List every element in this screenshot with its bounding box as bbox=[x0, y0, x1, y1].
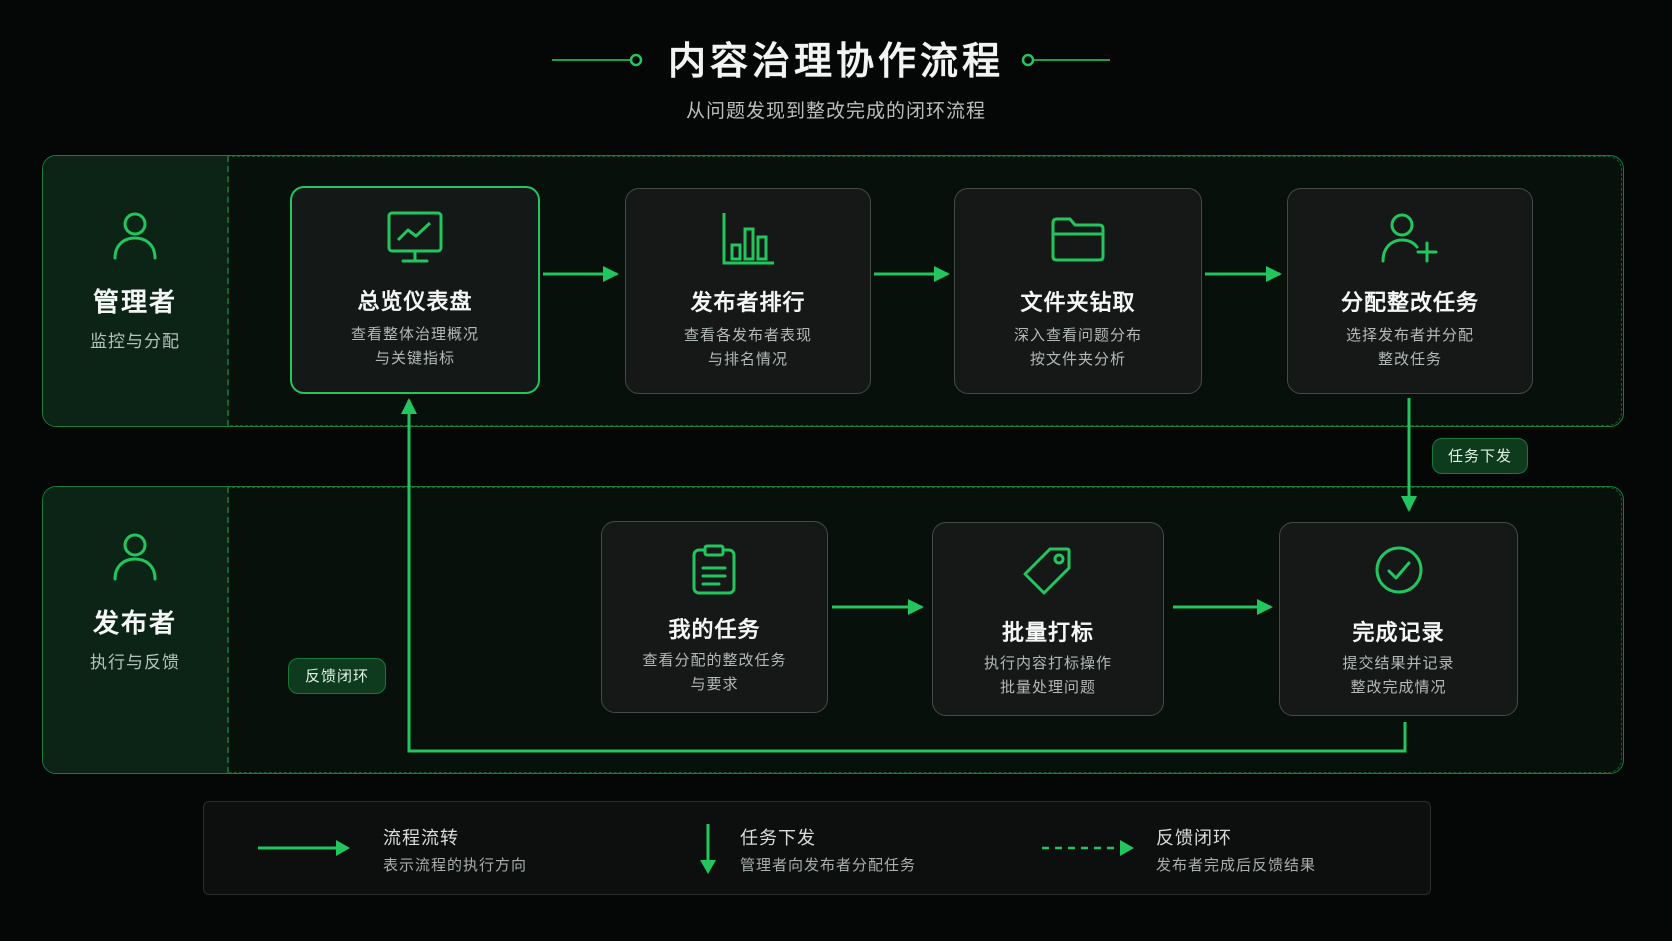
user-add-icon bbox=[1381, 213, 1438, 263]
step-desc-line2: 与排名情况 bbox=[707, 350, 788, 368]
step-assign-task[interactable]: 分配整改任务 选择发布者并分配 整改任务 bbox=[1287, 188, 1533, 394]
step-desc-line2: 与关键指标 bbox=[374, 349, 455, 367]
folder-icon bbox=[1051, 217, 1105, 262]
legend: 流程流转 表示流程的执行方向 任务下发 管理者向发布者分配任务 反馈闭环 发布者… bbox=[203, 801, 1431, 895]
page-title: 内容治理协作流程 bbox=[667, 39, 1004, 83]
step-desc-line2: 按文件夹分析 bbox=[1029, 350, 1126, 368]
clipboard-icon bbox=[692, 544, 736, 595]
step-desc-line1: 查看整体治理概况 bbox=[350, 325, 479, 343]
feedback-badge: 反馈闭环 bbox=[288, 658, 386, 694]
step-title: 我的任务 bbox=[668, 618, 761, 643]
step-batch-tagging[interactable]: 批量打标 执行内容打标操作 批量处理问题 bbox=[932, 522, 1164, 716]
publisher-lane-header: 发布者 执行与反馈 bbox=[43, 487, 229, 773]
manager-role-desc: 监控与分配 bbox=[90, 332, 180, 352]
user-icon bbox=[113, 533, 157, 581]
step-desc-line2: 批量处理问题 bbox=[999, 678, 1096, 696]
step-desc-line1: 提交结果并记录 bbox=[1342, 654, 1455, 672]
publisher-role-name: 发布者 bbox=[92, 609, 177, 639]
legend-flow-title: 流程流转 bbox=[383, 828, 459, 849]
legend-dispatch-desc: 管理者向发布者分配任务 bbox=[740, 856, 917, 874]
step-desc-line2: 整改完成情况 bbox=[1350, 678, 1447, 696]
manager-lane-header: 管理者 监控与分配 bbox=[43, 156, 229, 426]
step-title: 批量打标 bbox=[1001, 621, 1094, 646]
step-desc-line1: 深入查看问题分布 bbox=[1013, 326, 1142, 344]
legend-feedback-desc: 发布者完成后反馈结果 bbox=[1156, 856, 1317, 874]
step-desc-line1: 选择发布者并分配 bbox=[1345, 326, 1474, 344]
step-desc-line2: 与要求 bbox=[690, 675, 739, 693]
dashed-arrow-icon bbox=[1042, 840, 1134, 856]
step-title: 总览仪表盘 bbox=[357, 290, 473, 315]
step-desc-line1: 执行内容打标操作 bbox=[983, 654, 1112, 672]
step-title: 文件夹钻取 bbox=[1020, 291, 1136, 316]
step-title: 完成记录 bbox=[1352, 621, 1445, 646]
step-my-tasks[interactable]: 我的任务 查看分配的整改任务 与要求 bbox=[601, 521, 828, 713]
step-publisher-ranking[interactable]: 发布者排行 查看各发布者表现 与排名情况 bbox=[625, 188, 871, 394]
dispatch-badge: 任务下发 bbox=[1432, 438, 1528, 474]
page-subtitle: 从问题发现到整改完成的闭环流程 bbox=[685, 100, 986, 122]
step-title: 发布者排行 bbox=[690, 291, 806, 316]
tag-icon bbox=[1023, 547, 1071, 595]
down-arrow-icon bbox=[700, 824, 716, 874]
solid-arrow-icon bbox=[258, 840, 350, 856]
legend-dispatch-title: 任务下发 bbox=[740, 828, 816, 849]
monitor-chart-icon bbox=[387, 211, 443, 263]
publisher-role-desc: 执行与反馈 bbox=[90, 653, 180, 673]
step-folder-drilldown[interactable]: 文件夹钻取 深入查看问题分布 按文件夹分析 bbox=[954, 188, 1202, 394]
step-desc-line1: 查看分配的整改任务 bbox=[642, 651, 787, 669]
step-desc-line1: 查看各发布者表现 bbox=[683, 326, 812, 344]
user-icon bbox=[113, 212, 157, 260]
step-overview-dashboard[interactable]: 总览仪表盘 查看整体治理概况 与关键指标 bbox=[290, 186, 540, 394]
step-title: 分配整改任务 bbox=[1340, 291, 1479, 316]
check-circle-icon bbox=[1375, 546, 1423, 594]
manager-role-name: 管理者 bbox=[92, 288, 177, 318]
step-desc-line2: 整改任务 bbox=[1377, 350, 1442, 368]
step-completion-record[interactable]: 完成记录 提交结果并记录 整改完成情况 bbox=[1279, 522, 1518, 716]
legend-flow-desc: 表示流程的执行方向 bbox=[383, 856, 528, 874]
bar-chart-icon bbox=[722, 213, 774, 265]
legend-feedback-title: 反馈闭环 bbox=[1156, 828, 1232, 849]
